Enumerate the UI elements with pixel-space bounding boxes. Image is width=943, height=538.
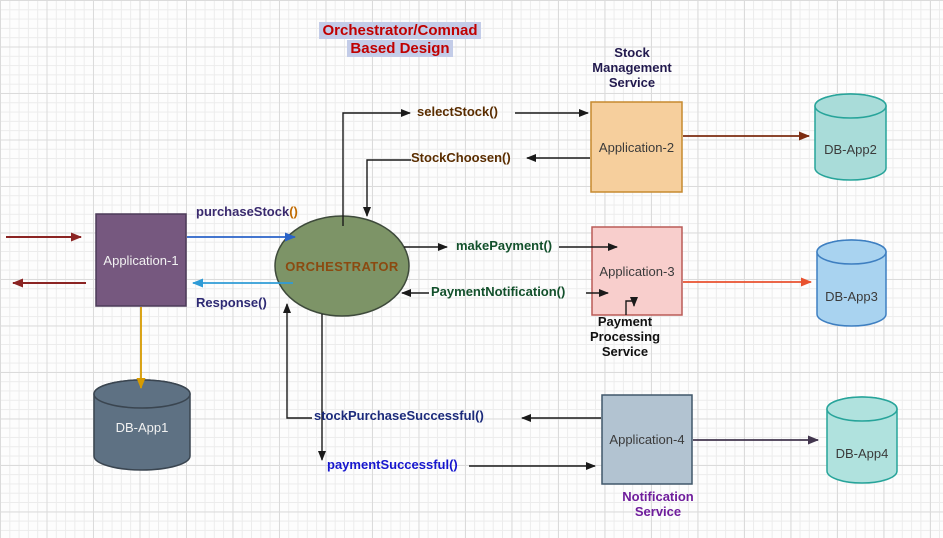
- title-line-2: Based Design: [347, 40, 453, 57]
- db-app3-cylinder: [816, 239, 887, 327]
- arrow-selectstock-from-orchestrator: [342, 109, 411, 226]
- application-4-box: [601, 394, 693, 485]
- db-app4-cylinder: [826, 396, 898, 484]
- arrow-stockchoosen-to-orchestrator: [363, 159, 411, 217]
- orchestrator-ellipse: [274, 215, 410, 317]
- application-3-box: [591, 226, 683, 316]
- arrow-stockpurchasesuccessful-to-orchestrator: [283, 303, 312, 419]
- application-2-box: [590, 101, 683, 193]
- db-app2-cylinder: [814, 93, 887, 181]
- application-1-box: [95, 213, 187, 307]
- title-line-1: Orchestrator/Comnad: [319, 22, 481, 39]
- diagram-title: Orchestrator/Comnad Based Design: [283, 22, 517, 58]
- db-app1-cylinder: [93, 379, 191, 471]
- arrow-app3-self-loop: [625, 297, 638, 315]
